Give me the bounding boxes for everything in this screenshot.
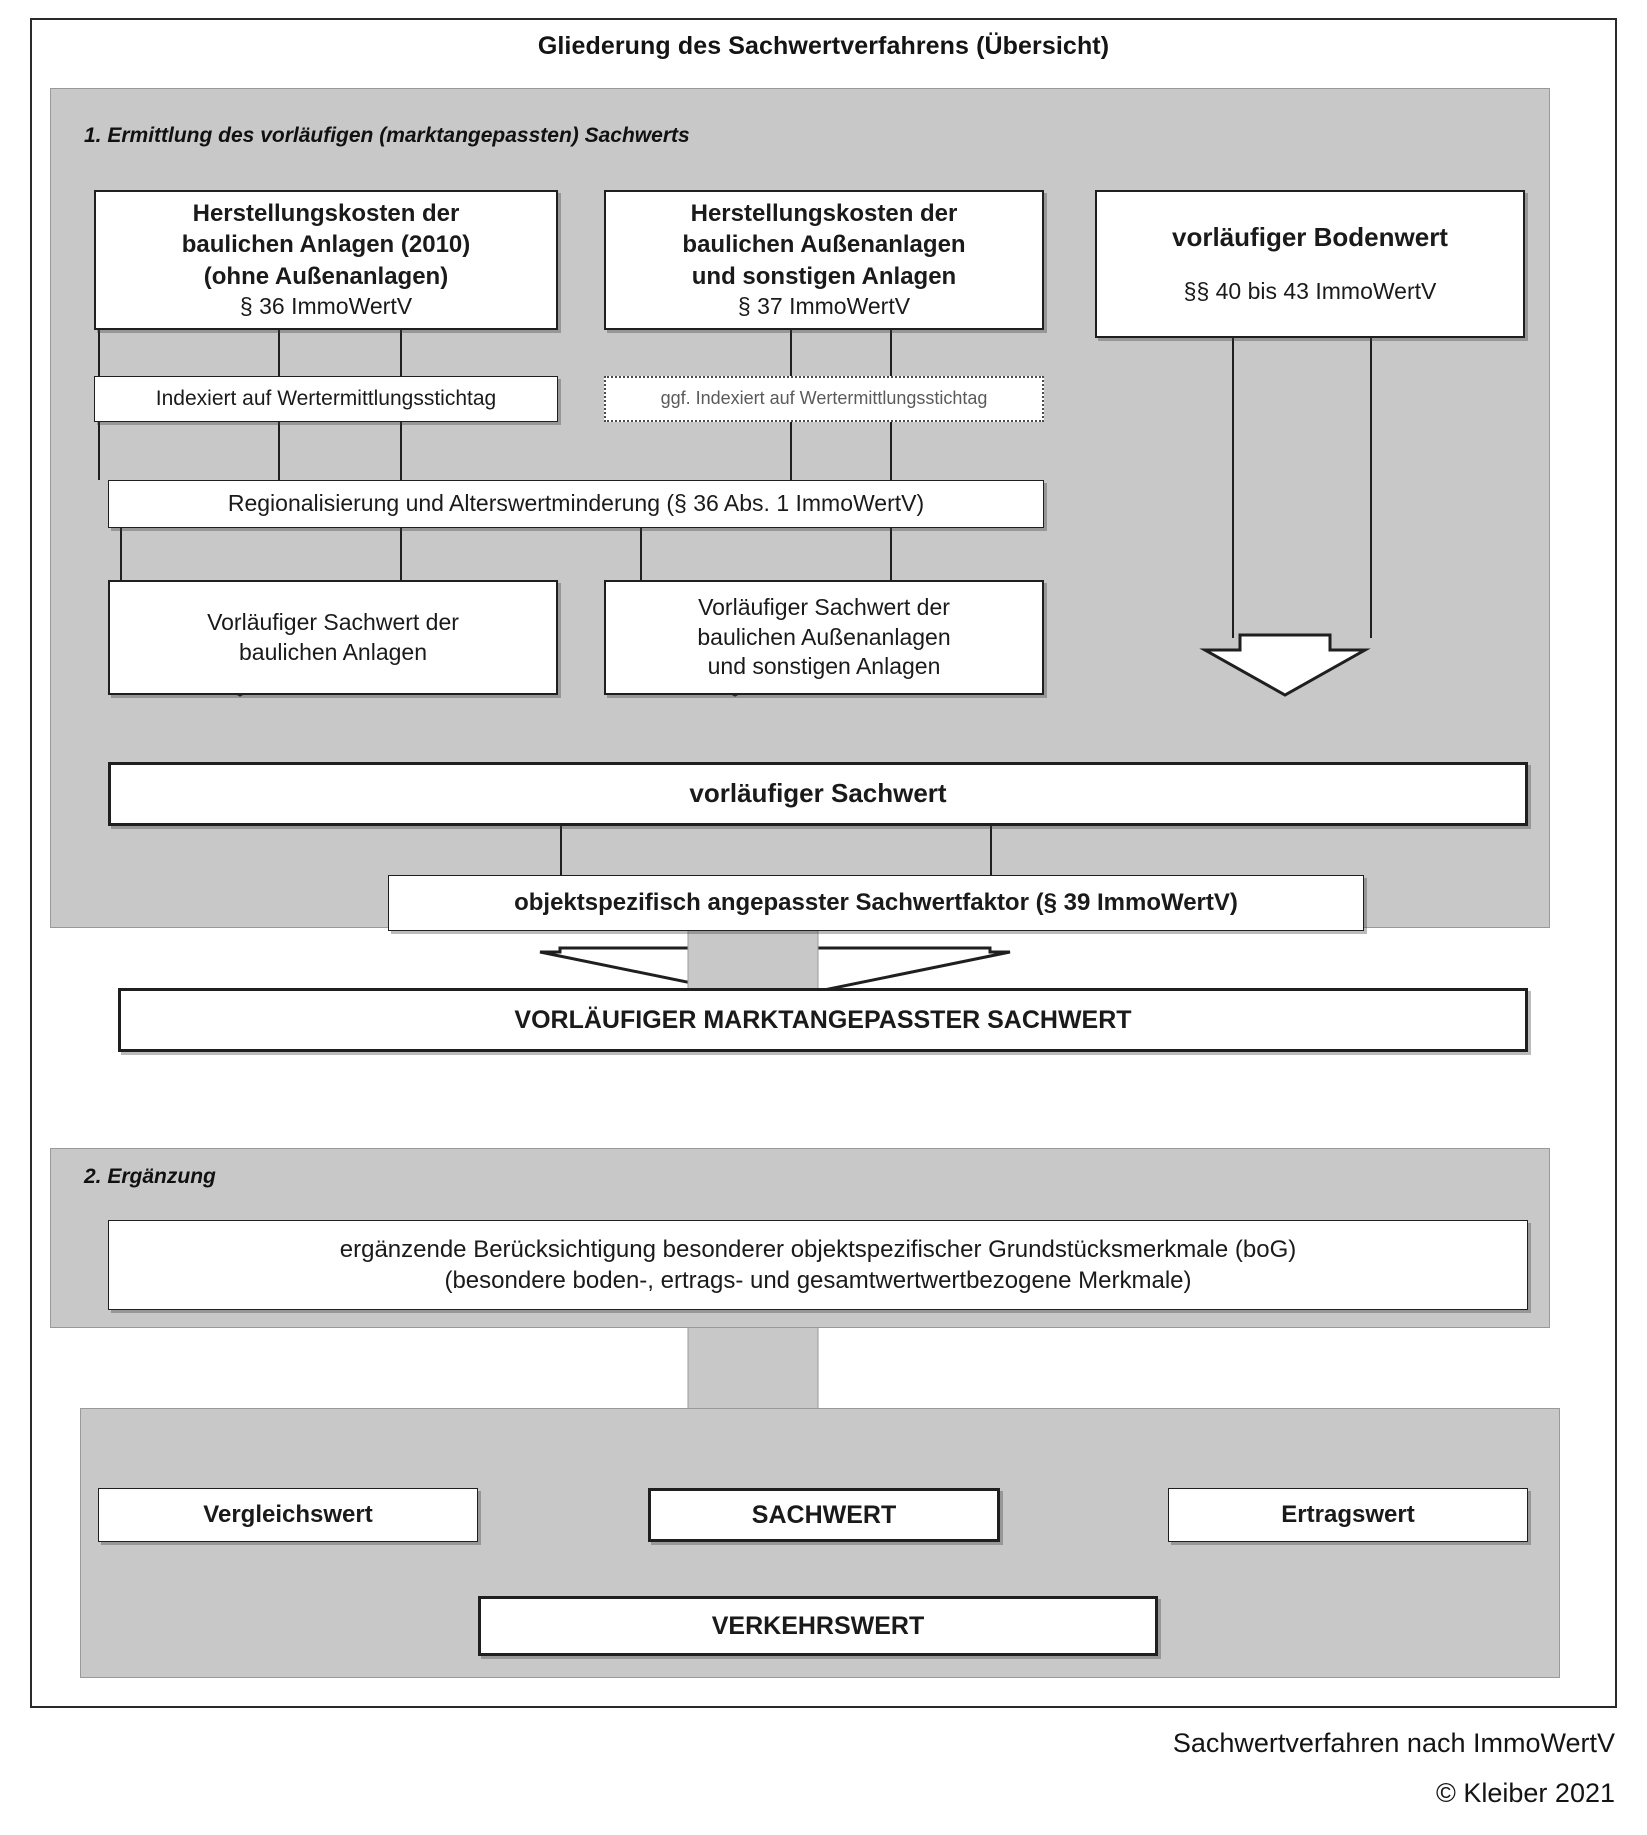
connector-col2-index-to-regional	[790, 420, 792, 480]
box-line: ergänzende Berücksichtigung besonderer o…	[339, 1235, 1297, 1263]
box-vorlaeufiger-bodenwert[interactable]: vorläufiger Bodenwert §§ 40 bis 43 ImmoW…	[1095, 190, 1525, 338]
connector-col1-head-to-index	[98, 330, 100, 376]
box-ergaenzende-beruecksichtigung-bog[interactable]: ergänzende Berücksichtigung besonderer o…	[108, 1220, 1528, 1310]
box-vorlaeufiger-sachwert-aussenanlagen[interactable]: Vorläufiger Sachwert der baulichen Außen…	[604, 580, 1044, 695]
box-ref: § 36 ImmoWertV	[239, 292, 413, 319]
box-line: objektspezifisch angepasster Sachwertfak…	[514, 889, 1238, 917]
connector-col1-head-to-index-c	[400, 330, 402, 376]
box-vorlaeufiger-sachwert[interactable]: vorläufiger Sachwert	[108, 762, 1528, 826]
box-line: baulichen Anlagen	[239, 638, 427, 665]
connector-col1-index-to-regional-c	[400, 420, 402, 480]
connector-regional-to-result2	[640, 525, 642, 580]
box-herstellungskosten-aussenanlagen[interactable]: Herstellungskosten der baulichen Außenan…	[604, 190, 1044, 330]
box-regionalisierung-alterswertminderung[interactable]: Regionalisierung und Alterswertminderung…	[108, 480, 1044, 528]
box-line: baulichen Außenanlagen	[682, 231, 966, 259]
box-line: und sonstigen Anlagen	[691, 262, 957, 290]
box-line: baulichen Anlagen (2010)	[181, 231, 471, 259]
box-line: SACHWERT	[751, 1500, 897, 1529]
credit-line-1: Sachwertverfahren nach ImmoWertV	[1172, 1728, 1615, 1758]
box-line: Vergleichswert	[203, 1501, 373, 1529]
page-title: Gliederung des Sachwertverfahrens (Übers…	[537, 32, 1110, 60]
box-verkehrswert[interactable]: VERKEHRSWERT	[478, 1596, 1158, 1656]
box-line: vorläufiger Bodenwert	[1172, 222, 1448, 253]
box-vergleichswert[interactable]: Vergleichswert	[98, 1488, 478, 1542]
connector-vs-to-faktor-a	[560, 825, 562, 875]
connector-regional-to-result1-b	[400, 525, 402, 580]
box-indexiert-col1[interactable]: Indexiert auf Wertermittlungsstichtag	[94, 376, 558, 422]
box-vorlaeufiger-sachwert-bauliche-anlagen[interactable]: Vorläufiger Sachwert der baulichen Anlag…	[108, 580, 558, 695]
box-line: (ohne Außenanlagen)	[203, 262, 449, 290]
box-vorlaeufiger-marktangepasster-sachwert[interactable]: VORLÄUFIGER MARKTANGEPASSTER SACHWERT	[118, 988, 1528, 1052]
section-2-label: 2. Ergänzung	[84, 1165, 216, 1188]
box-line: Vorläufiger Sachwert der	[698, 593, 950, 620]
box-line: Herstellungskosten der	[690, 200, 958, 228]
box-line: Herstellungskosten der	[192, 200, 460, 228]
box-line: Regionalisierung und Alterswertminderung…	[227, 490, 925, 517]
box-line: und sonstigen Anlagen	[707, 653, 941, 680]
box-sachwertfaktor[interactable]: objektspezifisch angepasster Sachwertfak…	[388, 875, 1364, 931]
connector-col2-index-to-regional-b	[890, 420, 892, 480]
connector-vs-to-faktor-b	[990, 825, 992, 875]
connector-col1-head-to-index-b	[278, 330, 280, 376]
connector-bodenwert-down-b	[1370, 338, 1372, 638]
box-line: ggf. Indexiert auf Wertermittlungssticht…	[660, 388, 988, 409]
section-1-label: 1. Ermittlung des vorläufigen (marktange…	[84, 124, 690, 147]
connector-col1-index-to-regional	[98, 420, 100, 480]
box-line: Ertragswert	[1281, 1501, 1415, 1529]
connector-regional-to-result1	[120, 525, 122, 580]
box-line: baulichen Außenanlagen	[697, 623, 951, 650]
box-line: vorläufiger Sachwert	[689, 778, 947, 809]
box-line: Vorläufiger Sachwert der	[207, 608, 459, 635]
box-line: VERKEHRSWERT	[711, 1611, 925, 1640]
connector-col1-index-to-regional-b	[278, 420, 280, 480]
connector-regional-to-result2-b	[890, 525, 892, 580]
connector-col2-head-to-index	[790, 330, 792, 376]
box-herstellungskosten-bauliche-anlagen[interactable]: Herstellungskosten der baulichen Anlagen…	[94, 190, 558, 330]
connector-col2-head-to-index-b	[890, 330, 892, 376]
box-ertragswert[interactable]: Ertragswert	[1168, 1488, 1528, 1542]
connector-bodenwert-down-a	[1232, 338, 1234, 638]
box-indexiert-col2-optional[interactable]: ggf. Indexiert auf Wertermittlungssticht…	[604, 376, 1044, 422]
box-ref: §§ 40 bis 43 ImmoWertV	[1183, 277, 1437, 304]
box-line: Indexiert auf Wertermittlungsstichtag	[155, 387, 497, 411]
credit-line-2: © Kleiber 2021	[1435, 1778, 1615, 1808]
box-ref: § 37 ImmoWertV	[737, 292, 911, 319]
box-line: VORLÄUFIGER MARKTANGEPASSTER SACHWERT	[514, 1005, 1132, 1034]
box-sachwert[interactable]: SACHWERT	[648, 1488, 1000, 1542]
box-line: (besondere boden-, ertrags- und gesamtwe…	[444, 1267, 1192, 1294]
